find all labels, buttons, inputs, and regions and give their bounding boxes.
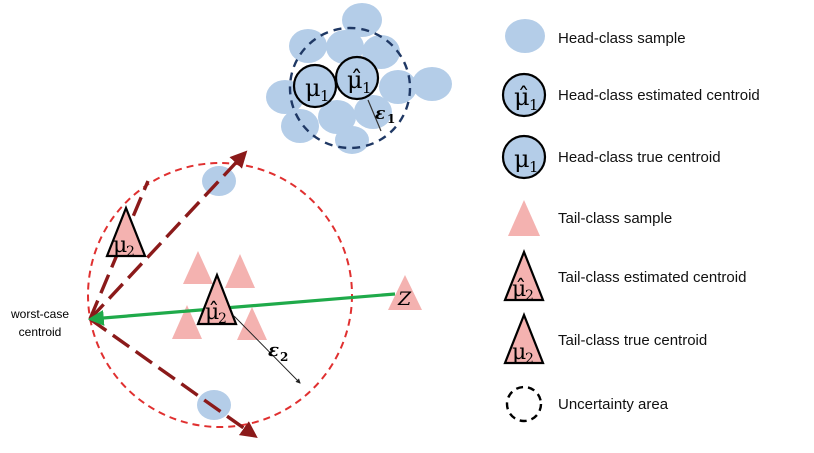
tail-class-sample [237,307,267,340]
worst-case-dashed-arrow-down-right [89,317,258,438]
epsilon1-subscript: 1 [387,112,395,126]
worst-case-label-line1: worst-case [10,307,69,321]
svg-text:2: 2 [525,351,534,367]
tail-class-sample-icon [508,200,540,236]
mu1-hat-symbol: μ̂ [347,66,363,94]
tail-class-sample [225,254,255,288]
head-class-sample [318,100,356,134]
head-class-sample [412,67,452,101]
svg-text:2: 2 [525,288,534,304]
tail-true-centroid: μ 2 [105,205,147,260]
epsilon2-radius-line [233,315,301,384]
tail-estimated-centroid: μ̂ 2 [196,271,238,327]
tail-class-sample-z [388,275,422,310]
head-estimated-centroid: μ̂ 1 [334,55,380,101]
head-class-sample [289,29,327,63]
mu2-subscript: 2 [126,244,135,260]
head-true-centroid: μ 1 [292,63,338,109]
head-class-sample [379,70,417,104]
svg-text:μ̂: μ̂ [512,277,526,302]
tail-class-estimated-centroid-icon: μ̂ 2 [503,249,545,304]
epsilon1-label: ε [375,104,385,124]
worst-case-dashed-arrow-up-right [88,150,248,321]
uncertainty-area-icon [505,385,543,423]
head-class-sample-icon [505,19,545,53]
legend-label-head-estimated: Head-class estimated centroid [558,87,760,104]
epsilon2-subscript: 2 [280,350,288,364]
legend-label-head-sample: Head-class sample [558,30,686,47]
mu1-symbol: μ [305,74,321,102]
svg-text:μ̂: μ̂ [514,83,530,111]
legend-label-uncertainty: Uncertainty area [558,396,669,413]
head-class-sample [326,30,364,64]
legend-label-head-true: Head-class true centroid [558,149,721,166]
head-class-sample [335,126,369,154]
head-uncertainty-area [288,26,412,150]
mu2-hat-symbol: μ̂ [205,300,219,325]
svg-text:μ: μ [512,340,526,365]
legend: Head-class sample μ̂ 1 Head-class estima… [501,19,760,423]
legend-label-tail-estimated: Tail-class estimated centroid [558,269,746,286]
epsilon2-label: ε [268,340,279,361]
head-class-true-centroid-icon: μ 1 [501,134,547,180]
epsilon1-radius-line [367,99,382,132]
mu2-hat-subscript: 2 [218,311,227,327]
svg-text:1: 1 [529,158,539,176]
legend-label-tail-true: Tail-class true centroid [558,332,707,349]
tail-class-sample [183,251,213,284]
legend-label-tail-sample: Tail-class sample [558,210,672,227]
svg-text:1: 1 [529,96,539,114]
mu1-subscript: 1 [320,87,330,105]
z-label: Z [397,288,412,310]
mu2-symbol: μ [113,233,127,258]
green-arrow-to-worst-case [87,292,396,326]
head-class-estimated-centroid-icon: μ̂ 1 [501,72,547,118]
tail-uncertainty-area [87,162,353,428]
head-class-cluster: μ 1 μ̂ 1 ε 1 [266,3,452,154]
mu1-hat-subscript: 1 [362,79,372,97]
tail-class-cluster: μ 2 μ̂ 2 Z ε 2 worst-case centroid [10,150,422,438]
worst-case-label-line2: centroid [19,325,62,339]
tail-class-sample [172,305,202,339]
tail-class-true-centroid-icon: μ 2 [503,312,545,367]
svg-text:μ: μ [514,145,530,173]
head-class-sample [281,109,319,143]
